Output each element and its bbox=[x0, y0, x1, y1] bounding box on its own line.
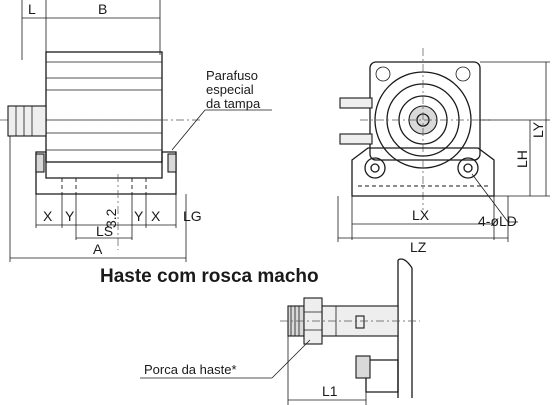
section-title-male-rod: Haste com rosca macho bbox=[100, 266, 319, 287]
rod-end bbox=[7, 105, 47, 137]
dim-X-right: X bbox=[151, 208, 161, 224]
note-rod-nut: Porca da haste* bbox=[144, 362, 237, 377]
note-cover-screw-2: especial bbox=[206, 82, 254, 97]
dim-LD: 4-øLD bbox=[478, 213, 517, 229]
dim-X-left: X bbox=[43, 208, 53, 224]
note-cover-screw-3: da tampa bbox=[206, 96, 261, 111]
dim-LX: LX bbox=[412, 207, 430, 223]
dim-LY: LY bbox=[530, 121, 546, 138]
dim-3-2: 3.2 bbox=[103, 208, 119, 228]
dim-B: B bbox=[98, 1, 107, 17]
dim-LH: LH bbox=[514, 150, 530, 168]
dim-A: A bbox=[93, 241, 103, 257]
dim-Y-left: Y bbox=[65, 208, 75, 224]
side-view: L B X Y bbox=[0, 0, 272, 262]
male-rod-detail: L1 Porca da haste* bbox=[140, 258, 420, 405]
cylinder-body bbox=[45, 51, 163, 163]
dim-LS: LS bbox=[96, 223, 113, 239]
dim-L1: L1 bbox=[322, 383, 338, 399]
dim-L: L bbox=[28, 1, 36, 17]
dim-LZ: LZ bbox=[410, 239, 427, 255]
foot-bracket bbox=[35, 151, 177, 195]
note-cover-screw-1: Parafuso bbox=[206, 68, 258, 83]
dim-Y-right: Y bbox=[134, 208, 144, 224]
end-cap bbox=[369, 61, 481, 161]
dim-LG: LG bbox=[183, 208, 202, 224]
front-view: LX LZ LH LY 4-øLD bbox=[337, 48, 550, 255]
